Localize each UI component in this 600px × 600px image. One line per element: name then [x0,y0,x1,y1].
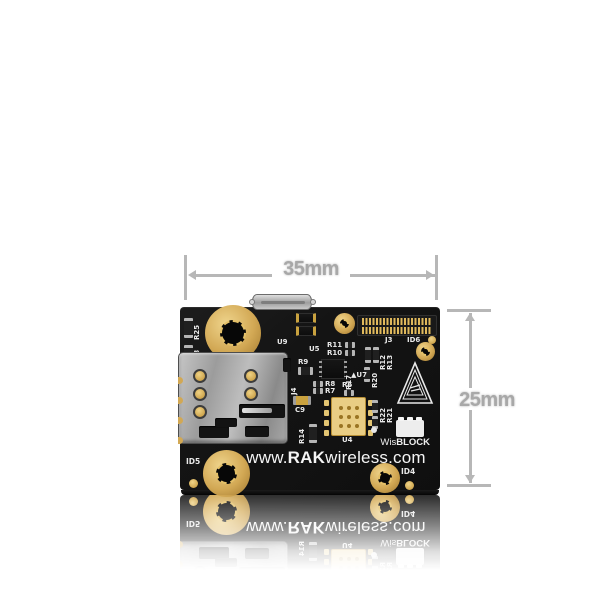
edge-pad-4 [178,437,183,444]
sim-contact-1 [193,369,207,383]
label-r6: R6 [342,381,353,389]
label-id6: ID6 [407,336,421,344]
mounting-hole-top-mid [334,313,355,334]
capacitor-c9 [293,396,311,405]
mounting-hole-bottom-right [370,463,400,493]
j3-pin-row-bottom [362,327,432,334]
label-id5: ID5 [186,457,201,466]
label-c9: C9 [295,406,306,414]
rak-url: www.RAKwireless.com [230,448,442,468]
resistor-r10 [345,350,355,356]
resistor-r8 [313,381,323,387]
usb-lug-left [249,299,255,305]
sim-cutout-lower [245,426,269,437]
sim-contact-2 [193,387,207,401]
label-r8: R8 [325,380,336,388]
resistor-r9 [298,367,313,375]
label-u7: ▲U7 [351,371,367,379]
mounting-hole-top-right [416,342,435,361]
pcb-board: R25 R28 U9 J3 ID6 [180,495,440,573]
label-r21: R21 [386,407,394,423]
sim-cutout-bottom-left2 [215,418,237,427]
usb-slot [261,301,305,304]
label-j4: J4 [290,387,298,395]
edge-pad-2 [178,397,183,404]
label-r25: R25 [193,324,201,340]
dim-width-cap-right [435,255,438,300]
usb-lug-right [310,299,316,305]
j3-pin-row-top [362,318,432,325]
sim-spring-tab [242,408,272,413]
label-u4: U4 [342,436,353,444]
wisblock-prefix: Wis [380,437,397,448]
dim-width-cap-left [184,255,187,300]
pcb-board: R25 R28 U9 J3 ID6 [178,294,442,497]
label-id4: ID4 [401,467,416,476]
board-reflection: R25 R28 U9 J3 ID6 [180,495,440,573]
resistor-r6 [344,390,354,396]
url-prefix: www. [246,448,288,467]
j3-connector [357,315,437,336]
dim-height-line-top [469,313,472,388]
sim-contact-3 [193,405,207,419]
label-r9: R9 [298,358,309,366]
resistor-r14 [309,424,317,443]
dim-width-line-right [350,274,435,277]
esd-warning-icon [396,361,434,404]
wisblock-logo: WisBLOCK [330,438,430,448]
dim-height-cap-top [447,309,491,312]
sim-cutout-bottom-left [199,426,229,438]
resistor-r22 [372,400,378,413]
label-u5: U5 [309,345,320,353]
chip-u9-a [296,313,316,323]
gold-pad-bottom-right [405,481,414,490]
chip-u9-b [296,326,316,336]
dim-height-label: 25mm [459,389,515,411]
resistor-r13 [373,347,379,363]
dim-height-cap-bottom [447,484,491,487]
resistor-r25 [184,318,193,338]
gold-pad-id6 [428,336,436,344]
white-connector [396,417,424,437]
label-r11: R11 [327,341,343,349]
resistor-r11 [345,342,355,348]
label-r13: R13 [386,354,394,370]
pcb-side-edge [181,490,439,495]
label-r7: R7 [325,387,336,395]
resistor-r12 [365,347,371,363]
url-suffix: wireless.com [325,448,426,467]
label-j3: J3 [385,336,393,344]
usb-connector [249,294,316,310]
dim-height-line-bottom [469,410,472,483]
dim-width-label: 35mm [283,258,339,280]
edge-pad-1 [178,377,183,384]
resistor-r20 [364,367,370,382]
sim-notch-right [283,358,291,372]
dim-width-line-left [191,274,272,277]
label-r14: R14 [298,428,306,444]
sim-contact-5 [244,387,258,401]
url-brand: RAK [287,448,326,467]
ic-u5 [319,359,347,379]
sim-card-holder [178,352,291,444]
mounting-hole-bottom-left [203,450,250,497]
resistor-r7 [313,388,323,394]
edge-pad-3 [178,417,183,424]
label-u9: U9 [277,338,288,346]
wisblock-suffix: BLOCK [396,437,430,448]
label-r10: R10 [327,349,343,357]
mounting-hole-top-left [205,305,261,361]
silkscreen-dot [371,427,377,433]
gold-pad-bottom-left [189,479,198,488]
label-r20: R20 [371,372,379,388]
sim-contact-4 [244,369,258,383]
